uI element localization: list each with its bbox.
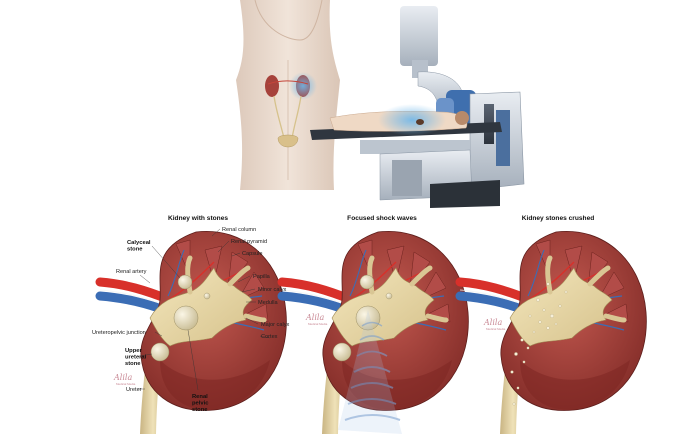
label-renal-pyramid: Renal pyramid <box>231 239 267 245</box>
svg-text:Medical Media: Medical Media <box>308 322 328 326</box>
watermark-logo-2: Alila Medical Media <box>305 313 328 326</box>
svg-text:Alila: Alila <box>483 318 502 327</box>
label-renal-column: Renal column <box>222 227 256 233</box>
label-renal-artery: Renal artery <box>116 269 147 275</box>
label-capsule: Capsule <box>242 251 263 257</box>
panel-title-kidney-with-stones: Kidney with stones <box>168 215 228 222</box>
label-ureter: Ureter <box>126 387 142 393</box>
panel-title-focused-shock-waves: Focused shock waves <box>347 215 417 222</box>
label-minor-calyx: Minor calyx <box>258 287 286 293</box>
watermark-logo-1: Alila Medical Media <box>113 373 136 386</box>
watermark-logo-3: Alila Medical Media <box>483 318 506 331</box>
kidney-stones-crushed-illustration <box>460 231 646 434</box>
panel-title-kidney-stones-crushed: Kidney stones crushed <box>522 215 595 222</box>
svg-text:Medical Media: Medical Media <box>486 327 506 331</box>
svg-text:Medical Media: Medical Media <box>116 382 136 386</box>
label-medulla: Medulla <box>258 300 278 306</box>
svg-text:Alila: Alila <box>305 313 324 322</box>
focused-shock-waves-illustration <box>282 231 468 434</box>
label-cortex: Cortex <box>261 334 278 340</box>
label-major-calyx: Major calyx <box>261 322 289 328</box>
lithotripter-machine-illustration <box>310 6 525 208</box>
svg-text:Alila: Alila <box>113 373 132 382</box>
shock-wave-pattern <box>338 310 402 434</box>
torso-illustration <box>236 0 340 190</box>
label-ureteropelvic-junction: Ureteropelvic junction <box>92 330 146 336</box>
label-papilla: Papilla <box>253 274 271 280</box>
